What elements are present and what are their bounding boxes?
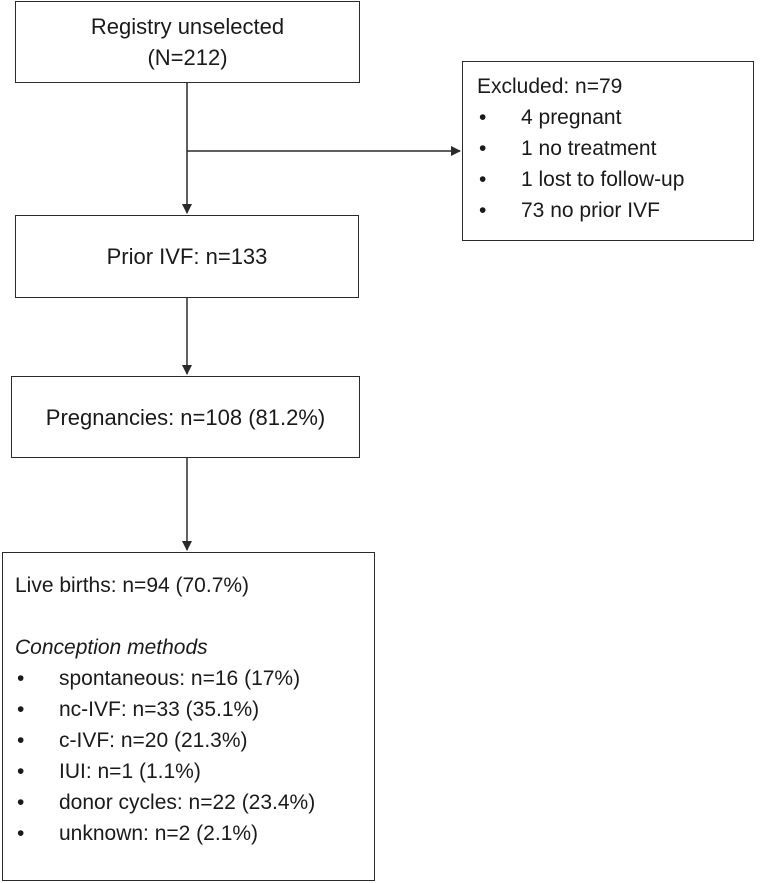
excluded-item: 4 pregnant <box>477 102 741 133</box>
conception-method-item: donor cycles: n=22 (23.4%) <box>15 787 362 818</box>
conception-method-item: unknown: n=2 (2.1%) <box>15 818 362 849</box>
excluded-item: 1 lost to follow-up <box>477 164 741 195</box>
registry-count: (N=212) <box>147 45 228 70</box>
conception-methods-heading: Conception methods <box>15 636 208 659</box>
excluded-item: 73 no prior IVF <box>477 195 741 226</box>
spacer <box>15 601 362 632</box>
pregnancies-box: Pregnancies: n=108 (81.2%) <box>11 376 360 458</box>
conception-method-item: c-IVF: n=20 (21.3%) <box>15 725 362 756</box>
conception-method-item: spontaneous: n=16 (17%) <box>15 663 362 694</box>
prior-ivf-box: Prior IVF: n=133 <box>15 215 359 298</box>
excluded-box: Excluded: n=79 4 pregnant 1 no treatment… <box>462 61 754 241</box>
live-births-title: Live births: n=94 (70.7%) <box>15 574 250 597</box>
registry-box: Registry unselected (N=212) <box>15 1 360 83</box>
conception-method-item: IUI: n=1 (1.1%) <box>15 756 362 787</box>
excluded-title: Excluded: n=79 <box>477 75 623 98</box>
prior-ivf-label: Prior IVF: n=133 <box>106 244 268 269</box>
excluded-list: 4 pregnant 1 no treatment 1 lost to foll… <box>477 102 741 226</box>
live-births-box: Live births: n=94 (70.7%) Conception met… <box>2 552 375 881</box>
registry-label: Registry unselected <box>90 14 285 39</box>
conception-method-item: nc-IVF: n=33 (35.1%) <box>15 694 362 725</box>
conception-methods-list: spontaneous: n=16 (17%) nc-IVF: n=33 (35… <box>15 663 362 849</box>
pregnancies-label: Pregnancies: n=108 (81.2%) <box>45 404 326 430</box>
excluded-item: 1 no treatment <box>477 133 741 164</box>
